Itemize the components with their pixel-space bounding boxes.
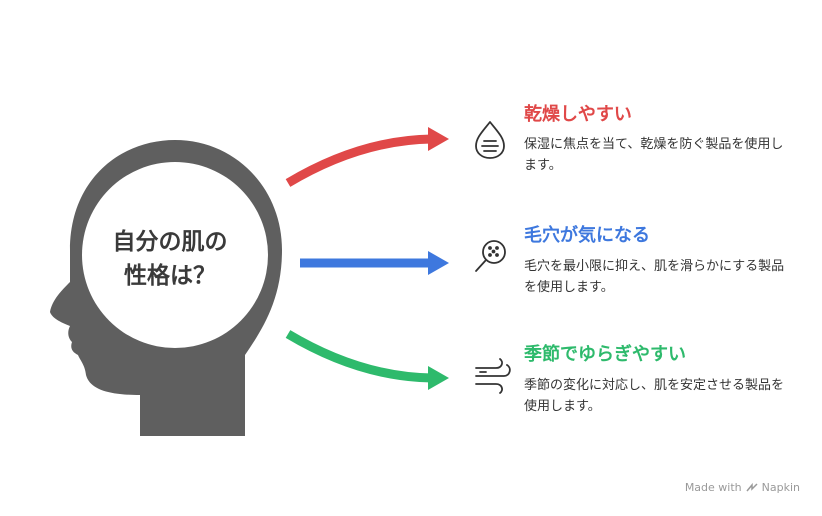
center-line-1: 自分の肌の <box>112 229 228 255</box>
arrow-dry <box>285 134 433 187</box>
arrow-season <box>285 330 433 383</box>
center-line-2: 性格は？ <box>124 263 216 289</box>
pore-magnifier-icon <box>475 240 506 272</box>
made-with-label: Made with <box>684 481 742 494</box>
head-brain-circle <box>82 162 268 348</box>
option-season-desc: 季節の変化に対応し、肌を安定させる製品を使用します。 <box>524 378 785 414</box>
napkin-logo-icon <box>746 482 758 491</box>
napkin-brand-label: Napkin <box>761 481 800 494</box>
option-pore-title: 毛穴が気になる <box>524 225 650 246</box>
wind-icon <box>475 358 511 394</box>
arrow-season-head <box>428 366 449 390</box>
drop-icon <box>475 121 505 159</box>
option-season-title: 季節でゆらぎやすい <box>524 344 686 365</box>
center-question: 自分の肌の 性格は？ <box>100 225 240 293</box>
arrow-pore-head <box>428 251 449 275</box>
option-dry-desc: 保湿に焦点を当て、乾燥を防ぐ製品を使用します。 <box>524 137 784 173</box>
option-dry-title: 乾燥しやすい <box>524 104 632 125</box>
arrow-dry-head <box>428 127 449 151</box>
option-pore-desc: 毛穴を最小限に抑え、肌を滑らかにする製品を使用します。 <box>524 259 785 295</box>
made-with-napkin[interactable]: Made with Napkin <box>685 481 800 494</box>
